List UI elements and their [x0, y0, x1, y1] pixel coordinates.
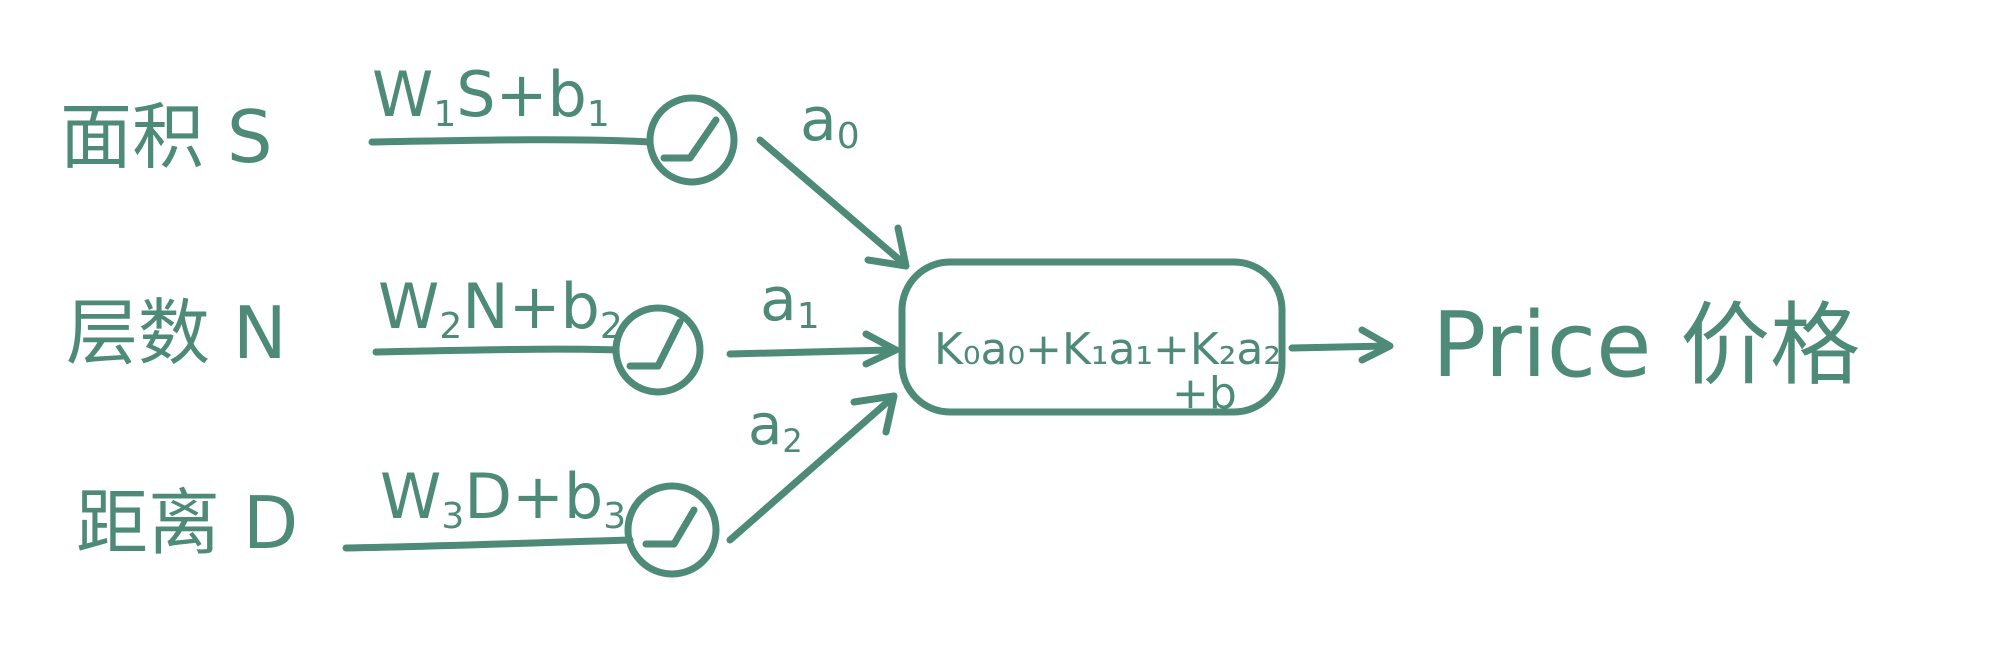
arrowhead-icon	[862, 330, 900, 368]
arrowhead-icon	[1358, 326, 1394, 364]
relu-icon	[642, 506, 698, 548]
output-arrow-line	[1288, 342, 1392, 352]
weighted-sum-distance: W3D+b3	[380, 460, 626, 537]
arrowhead-icon	[864, 224, 910, 270]
input-row-floors: 层数 N W2N+b2 a1	[66, 265, 900, 396]
activation-node-area	[646, 94, 738, 186]
output-label: Price 价格	[1432, 293, 1860, 398]
input-line-distance	[342, 536, 634, 552]
edge-a2-to-combiner	[726, 394, 896, 544]
weighted-sum-area: W1S+b1	[372, 58, 610, 135]
edge-a1-to-combiner	[726, 346, 896, 358]
input-label-area: 面积 S	[60, 95, 273, 179]
activation-output-area: a0	[800, 85, 860, 157]
activation-output-floors: a1	[760, 265, 820, 337]
activation-node-floors	[612, 304, 704, 396]
relu-icon	[626, 318, 684, 370]
combiner-formula: K₀a₀+K₁a₁+K₂a₂	[934, 324, 1281, 375]
combiner-box	[898, 258, 1286, 416]
input-label-distance: 距离 D	[76, 481, 298, 565]
input-row-area: 面积 S W1S+b1 a0	[60, 58, 910, 270]
arrowhead-icon	[850, 392, 898, 436]
relu-icon	[660, 116, 720, 162]
combiner-node: K₀a₀+K₁a₁+K₂a₂ +b	[898, 258, 1286, 419]
input-label-floors: 层数 N	[66, 291, 287, 375]
combiner-bias: +b	[1172, 368, 1237, 419]
input-row-distance: 距离 D W3D+b3 a2	[76, 392, 898, 578]
activation-output-distance: a2	[748, 393, 803, 460]
input-line-floors	[372, 345, 620, 356]
output-section: Price 价格	[1288, 293, 1860, 398]
weighted-sum-floors: W2N+b2	[378, 270, 623, 347]
activation-node-distance	[624, 482, 720, 578]
edge-a0-to-combiner	[756, 136, 906, 266]
input-line-area	[368, 136, 654, 146]
